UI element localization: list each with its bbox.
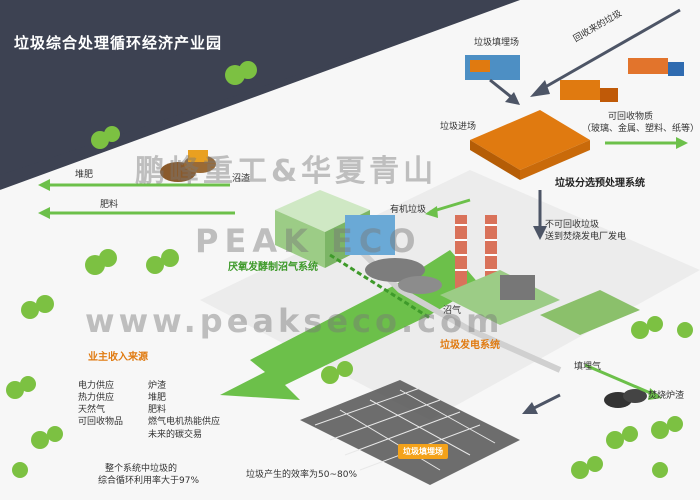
watermark-cn: 鹏峰重工&华夏青山 — [135, 154, 438, 189]
label-organic-waste: 有机垃圾 — [390, 205, 427, 215]
label-landfill-top: 垃圾填埋场 — [474, 38, 520, 48]
landfill-top-machines — [465, 55, 520, 80]
watermark-en-2: www.peakseco.com — [85, 302, 504, 340]
label-sorting-system: 垃圾分选预处理系统 — [555, 178, 645, 189]
label-fertilizer: 肥料 — [100, 200, 119, 210]
flow-arrows-green — [45, 141, 680, 397]
efficiency-line-1: 整个系统中垃圾的 — [105, 464, 178, 474]
efficiency-line-2: 综合循环利用率大于97% — [98, 476, 200, 486]
flow-arrows-grey — [489, 8, 681, 412]
label-recyclables-detail: （玻璃、金属、塑料、纸等） — [582, 124, 700, 134]
digester-tank — [365, 258, 425, 282]
power-system-machinery — [440, 270, 640, 335]
biogas-building — [275, 190, 395, 268]
label-landfill-bottom: 垃圾填埋场 — [398, 444, 448, 459]
label-non-recyclable-1: 不可回收垃圾 — [545, 220, 600, 230]
income-item: 天然气 — [78, 405, 106, 416]
label-incineration-slag: 焚烧炉渣 — [648, 391, 685, 401]
label-biogas-system: 厌氧发酵制沼气系统 — [228, 262, 318, 273]
income-title: 业主收入来源 — [88, 352, 148, 363]
label-compost: 堆肥 — [75, 170, 94, 180]
income-item: 热力供应 — [78, 393, 115, 404]
income-list-1: 电力供应 热力供应 天然气 可回收物品 — [78, 380, 123, 429]
sorting-machinery — [470, 58, 684, 180]
income-item: 未来的碳交易 — [148, 429, 203, 440]
trees — [6, 61, 693, 479]
income-item: 电力供应 — [78, 381, 115, 391]
label-power-system: 垃圾发电系统 — [440, 340, 500, 351]
income-item: 肥料 — [148, 405, 167, 416]
label-landfill-gas: 填埋气 — [574, 362, 602, 372]
income-item: 可回收物品 — [78, 417, 124, 428]
income-item: 燃气电机热能供应 — [148, 417, 221, 428]
landfill-grid-area — [300, 380, 520, 485]
label-slag: 沼渣 — [232, 174, 251, 184]
income-item: 炉渣 — [148, 381, 167, 391]
income-list-2: 炉渣 堆肥 肥料 燃气电机热能供应 未来的碳交易 — [148, 380, 220, 441]
page-title: 垃圾综合处理循环经济产业园 — [14, 34, 223, 52]
label-biogas: 沼气 — [443, 306, 462, 316]
watermark-en-1: PEAK ECO — [195, 222, 422, 260]
label-waste-entry: 垃圾进场 — [440, 122, 477, 132]
label-non-recyclable-2: 送到焚烧发电厂发电 — [545, 232, 627, 242]
label-recyclables: 可回收物质 — [608, 112, 654, 122]
generation-efficiency: 垃圾产生的效率为50~80% — [246, 470, 357, 480]
income-item: 堆肥 — [148, 393, 167, 404]
